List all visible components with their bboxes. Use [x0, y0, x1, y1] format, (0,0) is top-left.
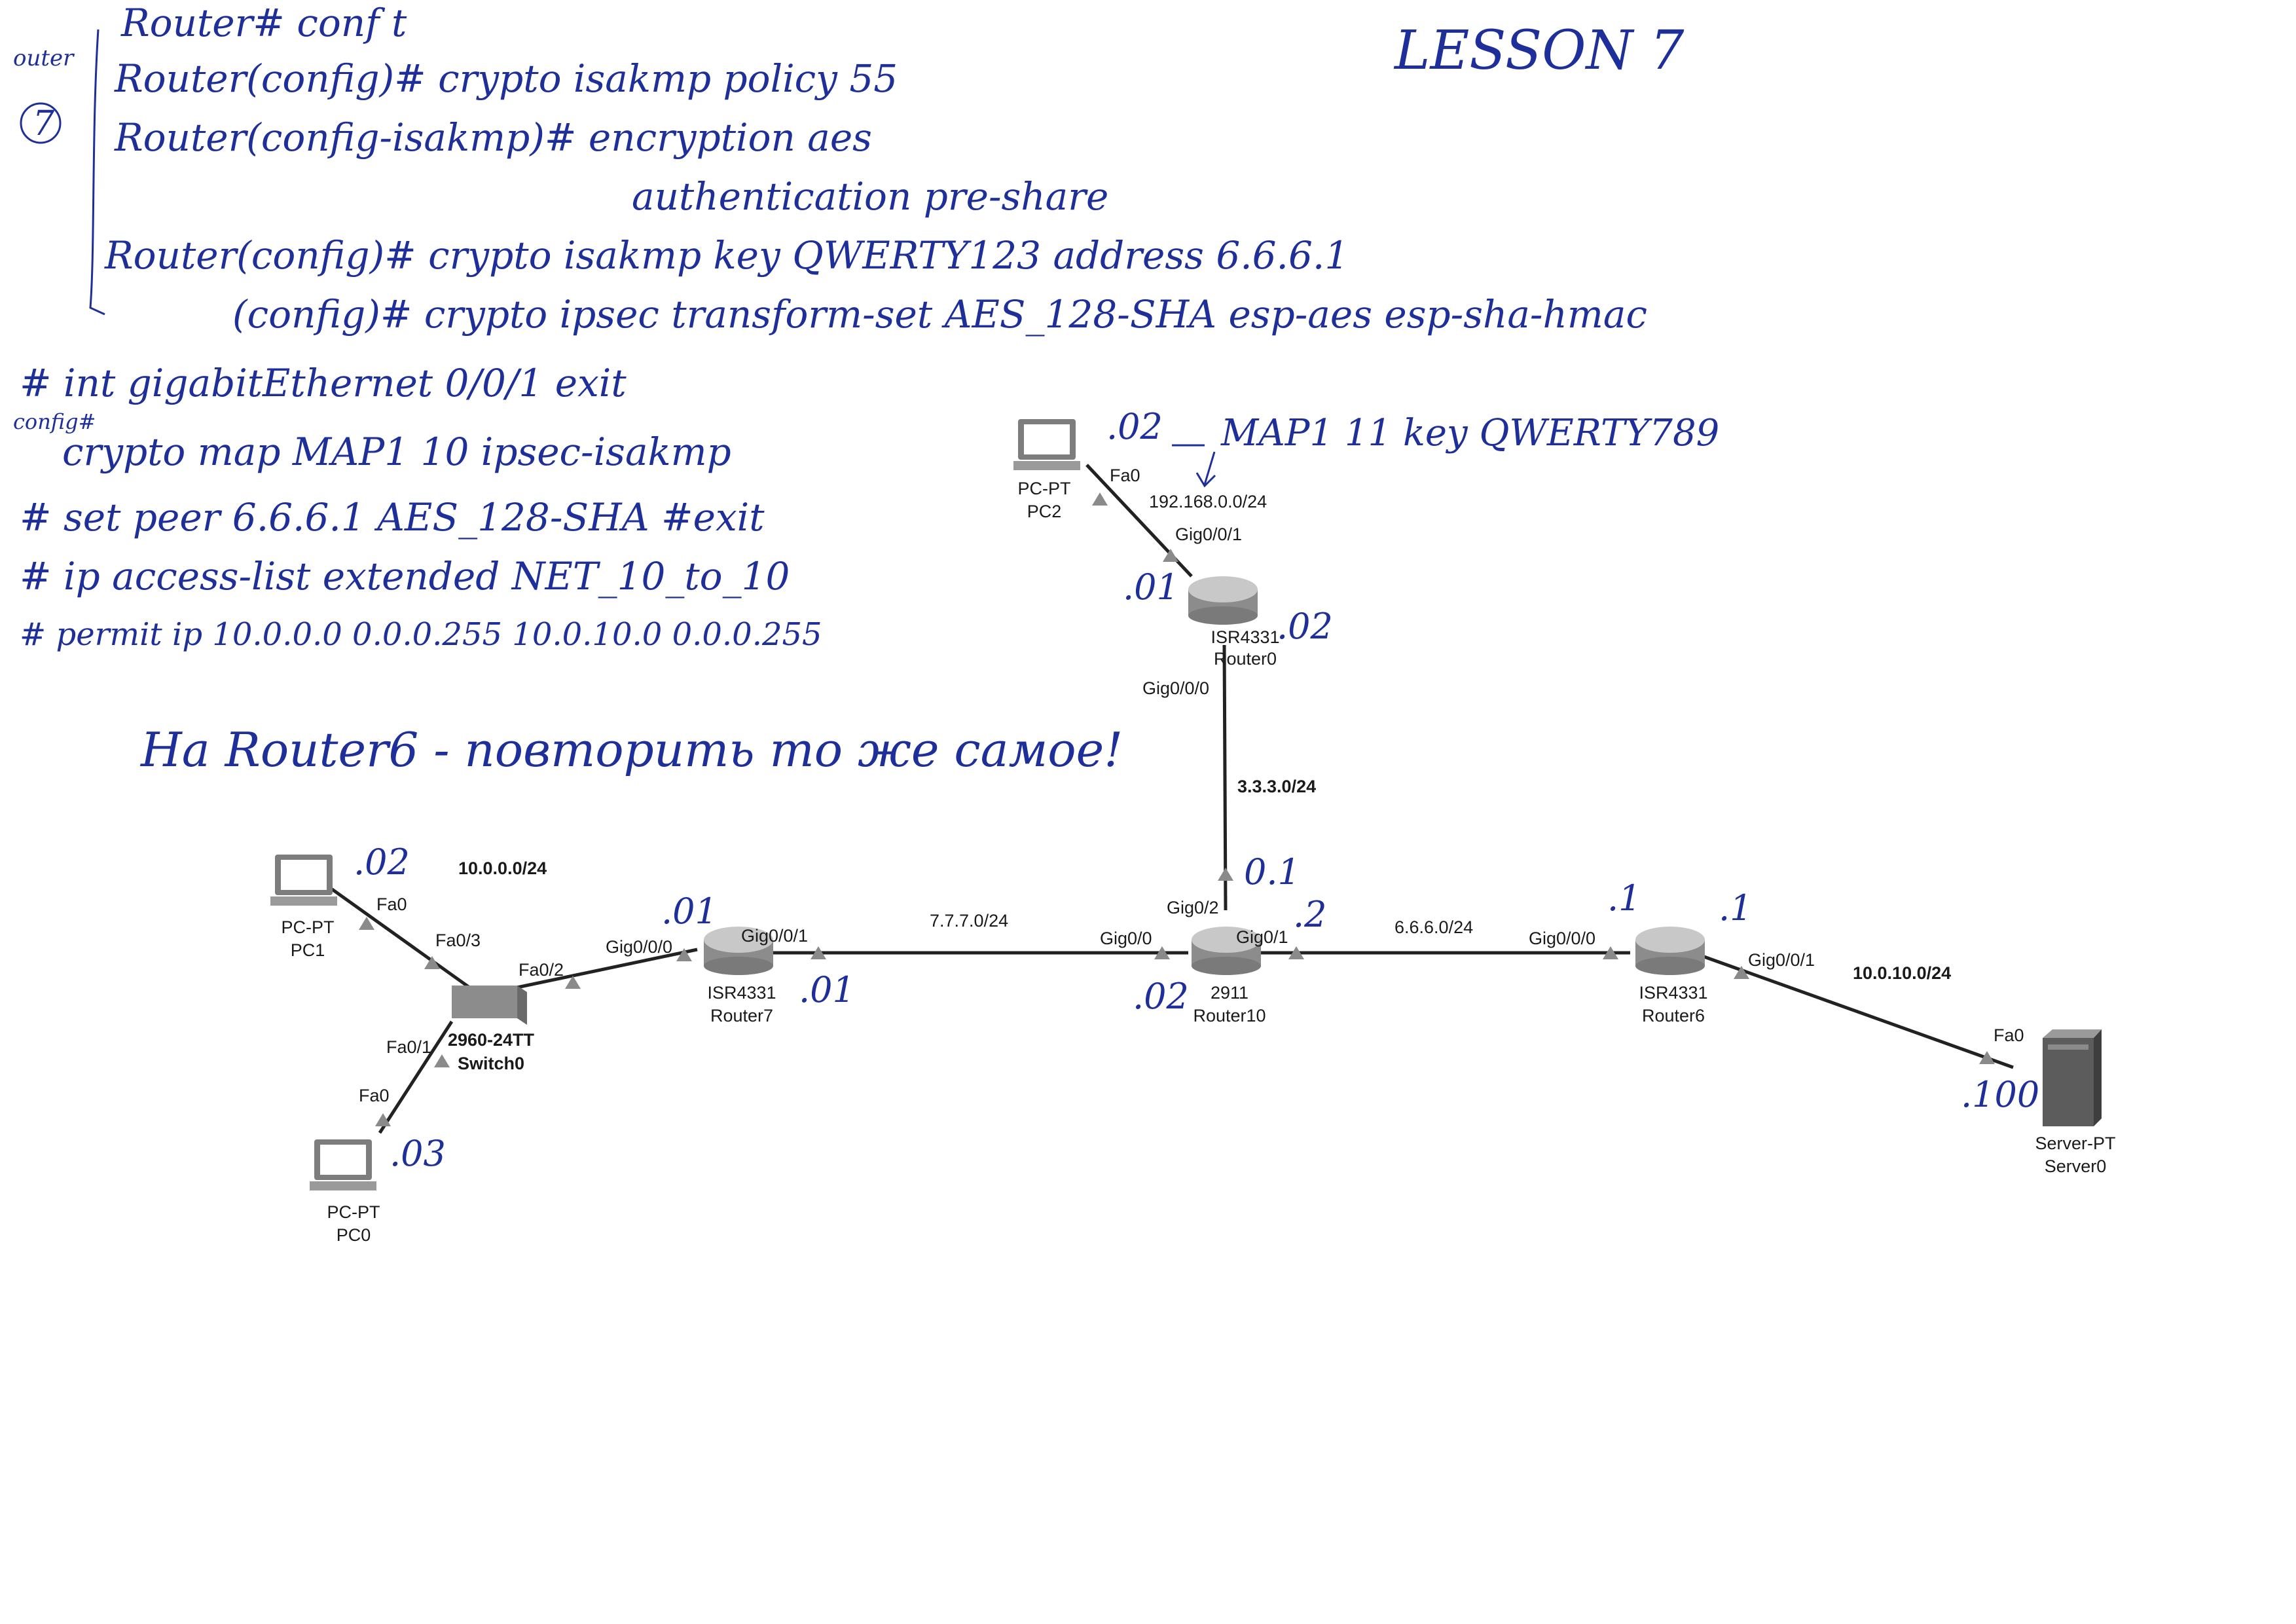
pc2-name: PC2 — [1027, 502, 1062, 521]
router0-type: ISR4331 — [1211, 627, 1279, 647]
note-header-left: outer — [13, 45, 75, 71]
note-line-1: Router# conf t — [120, 1, 407, 45]
port-router0-gig001: Gig0/0/1 — [1175, 525, 1242, 544]
net-3: 3.3.3.0/24 — [1237, 777, 1316, 796]
ip-note-router6-gig000: .1 — [1607, 877, 1641, 919]
pc1-type: PC-PT — [282, 917, 335, 937]
router10-type: 2911 — [1211, 983, 1248, 1003]
pc2-icon[interactable] — [1013, 419, 1080, 470]
port-server0-fa0: Fa0 — [1994, 1025, 2024, 1045]
ip-note-router10-gig01: .2 — [1293, 894, 1327, 935]
pc0-type: PC-PT — [327, 1202, 380, 1222]
note-line-3: Router(config-isakmp)# encryption aes — [114, 115, 872, 160]
router6-icon[interactable] — [1635, 927, 1705, 975]
note-line-2: Router(config)# crypto isakmp policy 55 — [114, 56, 898, 101]
router7-name: Router7 — [710, 1006, 773, 1025]
net-7: 7.7.7.0/24 — [930, 911, 1008, 931]
note-circle-number: 7 — [33, 104, 55, 143]
note-line-9: crypto map MAP1 10 ipsec-isakmp — [62, 430, 731, 474]
net-6: 6.6.6.0/24 — [1394, 917, 1473, 937]
ip-note-pc2: .02 — [1106, 406, 1163, 447]
port-router7-gig001: Gig0/0/1 — [741, 926, 808, 946]
router6-name: Router6 — [1642, 1006, 1705, 1025]
server0-name: Server0 — [2045, 1156, 2107, 1176]
ip-note-router6-gig001: .1 — [1719, 887, 1753, 929]
note-map1: MAP1 11 key QWERTY789 — [1220, 412, 1719, 454]
pc1-icon[interactable] — [270, 855, 337, 906]
pc1-name: PC1 — [291, 940, 325, 960]
router0-icon[interactable] — [1188, 576, 1258, 625]
port-marker-switch-fa01 — [434, 1054, 450, 1067]
note-bracket — [90, 29, 105, 314]
router6-type: ISR4331 — [1639, 983, 1707, 1003]
port-router10-gig02: Gig0/2 — [1167, 898, 1219, 917]
pc0-name: PC0 — [337, 1225, 371, 1245]
ip-note-server0: .100 — [1961, 1074, 2039, 1115]
note-line-11: # ip access-list extended NET_10_to_10 — [20, 554, 790, 599]
note-line-6: (config)# crypto ipsec transform-set AES… — [232, 292, 1647, 337]
port-pc2-fa0: Fa0 — [1110, 466, 1140, 485]
note-line-10: # set peer 6.6.6.1 AES_128-SHA #exit — [20, 495, 765, 540]
note-line-5: Router(config)# crypto isakmp key QWERTY… — [104, 233, 1349, 278]
switch0-type: 2960-24TT — [448, 1030, 535, 1050]
ip-note-router7-gig000: .01 — [661, 891, 718, 932]
switch0-name: Switch0 — [458, 1054, 524, 1073]
port-router10-gig00: Gig0/0 — [1100, 929, 1152, 948]
switch0-icon[interactable] — [452, 986, 527, 1025]
port-switch-fa02: Fa0/2 — [519, 960, 564, 980]
port-marker-pc2 — [1092, 492, 1108, 506]
port-pc1-fa0: Fa0 — [376, 895, 407, 914]
note-arrow — [1197, 452, 1215, 486]
server0-icon[interactable] — [2043, 1029, 2102, 1126]
ip-note-router10-gig02: 0.1 — [1244, 851, 1300, 893]
ip-note-router0-right: .02 — [1277, 606, 1333, 647]
ip-note-pc1: .02 — [354, 841, 410, 883]
port-router0-gig000: Gig0/0/0 — [1142, 678, 1209, 698]
ip-note-router0-gig001: .01 — [1123, 566, 1179, 608]
port-router10-gig01: Gig0/1 — [1236, 927, 1288, 947]
net-10: 10.0.0.0/24 — [458, 858, 547, 878]
port-pc0-fa0: Fa0 — [359, 1086, 390, 1105]
port-router6-gig000: Gig0/0/0 — [1529, 929, 1595, 948]
router0-name: Router0 — [1214, 649, 1277, 669]
pc2-type: PC-PT — [1018, 479, 1071, 498]
port-switch-fa03: Fa0/3 — [435, 931, 481, 950]
pc0-icon[interactable] — [310, 1139, 376, 1190]
note-lesson-title: LESSON 7 — [1393, 20, 1685, 82]
port-router7-gig000: Gig0/0/0 — [606, 937, 672, 957]
router7-type: ISR4331 — [707, 983, 776, 1003]
note-line-7: # int gigabitEthernet 0/0/1 exit — [20, 361, 627, 405]
port-switch-fa01: Fa0/1 — [386, 1037, 431, 1057]
net-1010: 10.0.10.0/24 — [1853, 963, 1951, 983]
port-marker-router0-up — [1163, 549, 1178, 562]
server0-type: Server-PT — [2035, 1134, 2115, 1153]
port-router6-gig001: Gig0/0/1 — [1748, 950, 1815, 970]
note-router6: На Router6 - повторить то же самое! — [139, 722, 1123, 777]
router10-name: Router10 — [1193, 1006, 1266, 1025]
ip-note-router10-gig00: .02 — [1133, 976, 1189, 1017]
note-line-12: # permit ip 10.0.0.0 0.0.0.255 10.0.10.0… — [20, 616, 822, 653]
ip-note-router7-gig001: .01 — [799, 969, 855, 1010]
handwritten-notes: outer 7 LESSON 7 Router# conf t Router(c… — [13, 1, 1719, 777]
net-192: 192.168.0.0/24 — [1149, 492, 1267, 511]
port-marker-router10-up — [1218, 868, 1233, 881]
ip-note-pc0: .03 — [390, 1133, 446, 1174]
note-line-4: authentication pre-share — [632, 174, 1108, 219]
